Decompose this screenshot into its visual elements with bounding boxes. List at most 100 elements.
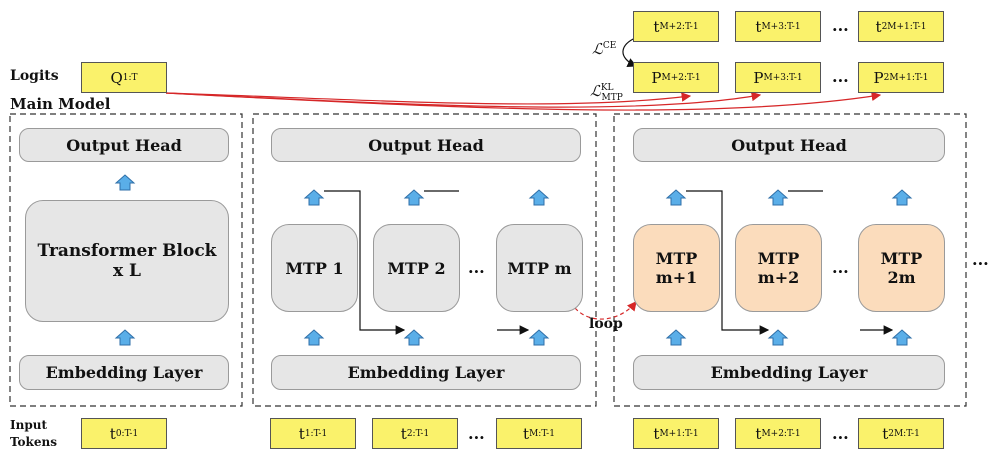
mtp-module: MTP m+1 <box>633 224 720 312</box>
transformer-block: Transformer Block x L <box>25 200 229 322</box>
up-arrow-icon <box>666 329 686 346</box>
token-sub: M+2:T-1 <box>659 21 699 32</box>
ellipsis: ... <box>468 424 485 443</box>
ellipsis: ... <box>832 67 849 86</box>
mtp-line1: MTP <box>655 248 698 268</box>
up-arrow-icon <box>115 174 135 191</box>
token-sub: 2:T-1 <box>406 428 430 439</box>
mtp-line1: MTP m <box>507 258 572 278</box>
token-base: t <box>653 17 660 36</box>
ellipsis: ... <box>468 258 485 277</box>
up-arrow-icon <box>768 329 788 346</box>
token-base: t <box>882 424 889 443</box>
logits-label: Logits <box>10 68 59 84</box>
main-output-head: Output Head <box>19 128 229 162</box>
group1-embedding-layer: Embedding Layer <box>271 355 581 390</box>
token-base: t <box>755 424 762 443</box>
token-base: t <box>653 424 660 443</box>
mtp-line1: MTP <box>880 248 923 268</box>
up-arrow-icon <box>304 329 324 346</box>
token-sub: 2M:T-1 <box>888 428 920 439</box>
up-arrow-icon <box>115 329 135 346</box>
token-base: P <box>651 68 662 87</box>
token-sub: M+2:T-1 <box>761 428 801 439</box>
group1-output-head: Output Head <box>271 128 581 162</box>
loss-sup: CE <box>602 41 617 51</box>
mtp-module: MTP m <box>496 224 583 312</box>
token-base: t <box>109 424 116 443</box>
token-sub: M+3:T-1 <box>761 21 801 32</box>
up-arrow-icon <box>529 329 549 346</box>
up-arrow-icon <box>892 329 912 346</box>
ellipsis: ... <box>832 16 849 35</box>
kl-loss-label: ℒKLMTP <box>590 82 623 103</box>
transformer-line2: x L <box>112 261 141 281</box>
mtp-line1: MTP 2 <box>387 258 446 278</box>
token-sub: 1:T-1 <box>304 428 328 439</box>
mtp-module: MTP m+2 <box>735 224 822 312</box>
token-sub: M+3:T-1 <box>763 72 803 83</box>
token-sub: 2M+1:T-1 <box>883 72 929 83</box>
loop-label: loop <box>589 316 623 332</box>
loss-symbol: ℒ <box>590 82 601 100</box>
input-tokens-label-line1: Input <box>10 418 47 432</box>
main-model-frame <box>9 113 243 407</box>
up-arrow-icon <box>404 329 424 346</box>
token-sub: 0:T-1 <box>115 428 139 439</box>
token-sub: 2M+1:T-1 <box>881 21 927 32</box>
token-base: t <box>755 17 762 36</box>
transformer-line1: Transformer Block <box>37 241 217 261</box>
mtp-group-2-frame <box>613 113 967 407</box>
up-arrow-icon <box>304 189 324 206</box>
token-base: t <box>523 424 530 443</box>
token-base: Q <box>110 68 123 87</box>
group2-embedding-layer: Embedding Layer <box>633 355 945 390</box>
token-base: P <box>753 68 764 87</box>
ellipsis: ... <box>832 424 849 443</box>
up-arrow-icon <box>768 189 788 206</box>
token-base: t <box>400 424 407 443</box>
token-base: t <box>875 17 882 36</box>
main-embedding-layer: Embedding Layer <box>19 355 229 390</box>
mtp-line2: 2m <box>887 268 916 287</box>
mtp-group-1-frame <box>252 113 597 407</box>
token-sub: 1:T <box>122 72 138 83</box>
mtp-module: MTP 1 <box>271 224 358 312</box>
mtp-module: MTP 2 <box>373 224 460 312</box>
up-arrow-icon <box>529 189 549 206</box>
ellipsis: ... <box>972 250 989 269</box>
up-arrow-icon <box>892 189 912 206</box>
token-sub: M:T-1 <box>529 428 555 439</box>
mtp-line2: m+1 <box>655 268 698 287</box>
mtp-line1: MTP 1 <box>285 258 344 278</box>
mtp-line1: MTP <box>757 248 800 268</box>
token-base: t <box>298 424 305 443</box>
main-model-label: Main Model <box>10 95 111 113</box>
loss-symbol: ℒ <box>592 40 603 58</box>
token-sub: M+1:T-1 <box>659 428 699 439</box>
loss-sub: MTP <box>601 93 623 103</box>
group2-output-head: Output Head <box>633 128 945 162</box>
loss-sup: KL <box>600 83 614 93</box>
mtp-module: MTP 2m <box>858 224 945 312</box>
mtp-line2: m+2 <box>757 268 800 287</box>
ellipsis: ... <box>832 258 849 277</box>
token-sub: M+2:T-1 <box>661 72 701 83</box>
ce-loss-label: ℒCE <box>592 40 616 61</box>
input-tokens-label-line2: Tokens <box>10 435 57 449</box>
